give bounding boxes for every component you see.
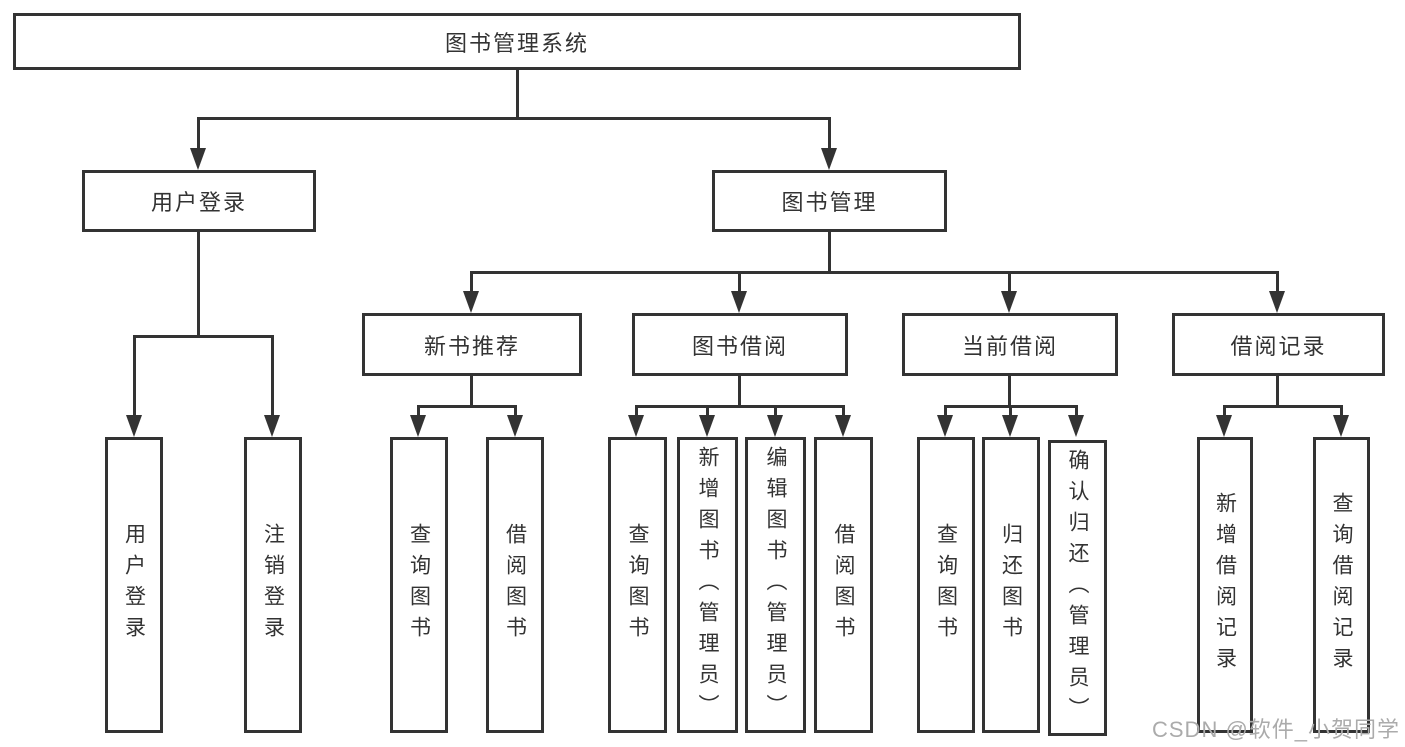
connector-line — [1075, 405, 1078, 415]
connector-line — [417, 405, 420, 415]
connector-line — [417, 405, 517, 408]
connector-line — [828, 232, 831, 271]
node-label: 借阅记录 — [1230, 333, 1327, 359]
node-label: 新增借阅记录 — [1213, 492, 1237, 678]
connector-line — [1008, 376, 1011, 405]
arrow-down-icon — [821, 148, 837, 170]
node-label: 用户登录 — [150, 190, 247, 215]
node-current-borrow: 当前借阅 — [902, 313, 1118, 376]
leaf-user-login: 用户登录 — [105, 437, 163, 733]
arrow-down-icon — [410, 415, 426, 437]
connector-line — [635, 405, 638, 415]
leaf-record-add-borrow-record: 新增借阅记录 — [1197, 437, 1253, 733]
node-library-management-system: 图书管理系统 — [13, 13, 1021, 70]
node-label: 查询图书 — [626, 523, 649, 647]
connector-line — [1276, 376, 1279, 405]
arrow-down-icon — [507, 415, 523, 437]
connector-line — [271, 335, 274, 415]
node-label: 归还图书 — [999, 523, 1023, 647]
node-label: 图书管理系统 — [444, 30, 589, 56]
csdn-watermark: CSDN @软件_小贺同学 — [1152, 717, 1401, 742]
connector-line — [470, 271, 473, 292]
connector-line — [514, 405, 517, 415]
connector-line — [774, 405, 777, 415]
arrow-down-icon — [1001, 291, 1017, 313]
leaf-current-return-book: 归还图书 — [982, 437, 1040, 733]
leaf-borrow-edit-book-admin: 编辑图书（管理员） — [745, 437, 806, 733]
leaf-current-confirm-return-admin: 确认归还（管理员） — [1048, 440, 1107, 736]
node-label: 查询借阅记录 — [1330, 492, 1353, 678]
leaf-record-query-borrow-record: 查询借阅记录 — [1313, 437, 1370, 733]
connector-line — [635, 405, 845, 408]
arrow-down-icon — [190, 148, 206, 170]
leaf-current-query-book: 查询图书 — [917, 437, 975, 733]
connector-line — [197, 117, 831, 120]
arrow-down-icon — [699, 415, 715, 437]
arrow-down-icon — [1002, 415, 1018, 437]
connector-line — [470, 376, 473, 405]
node-book-borrow: 图书借阅 — [632, 313, 848, 376]
connector-line — [1009, 405, 1012, 415]
node-label: 确认归还（管理员） — [1066, 448, 1089, 728]
node-label: 借阅图书 — [503, 523, 527, 647]
connector-line — [1276, 271, 1279, 292]
leaf-logout: 注销登录 — [244, 437, 302, 733]
arrow-down-icon — [1269, 291, 1285, 313]
connector-line — [944, 405, 947, 415]
connector-line — [470, 271, 1279, 274]
node-label: 查询图书 — [407, 523, 431, 647]
arrow-down-icon — [1216, 415, 1232, 437]
connector-line — [133, 335, 274, 338]
connector-line — [1340, 405, 1343, 415]
leaf-borrow-query-book: 查询图书 — [608, 437, 667, 733]
arrow-down-icon — [1068, 415, 1084, 437]
arrow-down-icon — [731, 291, 747, 313]
node-book-management: 图书管理 — [712, 170, 947, 232]
connector-line — [1223, 405, 1343, 408]
connector-line — [828, 117, 831, 149]
arrow-down-icon — [463, 291, 479, 313]
node-label: 图书管理 — [781, 190, 878, 215]
arrow-down-icon — [937, 415, 953, 437]
leaf-borrow-add-book-admin: 新增图书（管理员） — [677, 437, 738, 733]
node-label: 借阅图书 — [832, 523, 855, 647]
leaf-recommend-borrow-book: 借阅图书 — [486, 437, 544, 733]
node-user-login: 用户登录 — [82, 170, 316, 232]
node-label: 编辑图书（管理员） — [764, 445, 787, 725]
connector-line — [197, 117, 200, 149]
node-borrow-records: 借阅记录 — [1172, 313, 1385, 376]
arrow-down-icon — [628, 415, 644, 437]
connector-line — [1008, 271, 1011, 292]
arrow-down-icon — [126, 415, 142, 437]
node-label: 注销登录 — [261, 523, 285, 647]
leaf-recommend-query-book: 查询图书 — [390, 437, 448, 733]
connector-line — [197, 232, 200, 335]
connector-line — [738, 271, 741, 292]
arrow-down-icon — [835, 415, 851, 437]
node-label: 用户登录 — [122, 523, 146, 647]
node-label: 新书推荐 — [423, 333, 520, 359]
node-label: 新增图书（管理员） — [696, 445, 719, 725]
leaf-borrow-borrow-book: 借阅图书 — [814, 437, 873, 733]
arrow-down-icon — [1333, 415, 1349, 437]
connector-line — [133, 335, 136, 415]
arrow-down-icon — [767, 415, 783, 437]
node-label: 当前借阅 — [961, 333, 1058, 359]
arrow-down-icon — [264, 415, 280, 437]
connector-line — [706, 405, 709, 415]
node-label: 查询图书 — [934, 523, 958, 647]
connector-line — [1223, 405, 1226, 415]
connector-line — [516, 70, 519, 117]
connector-line — [842, 405, 845, 415]
node-label: 图书借阅 — [691, 333, 788, 359]
connector-line — [738, 376, 741, 405]
node-new-book-recommend: 新书推荐 — [362, 313, 582, 376]
